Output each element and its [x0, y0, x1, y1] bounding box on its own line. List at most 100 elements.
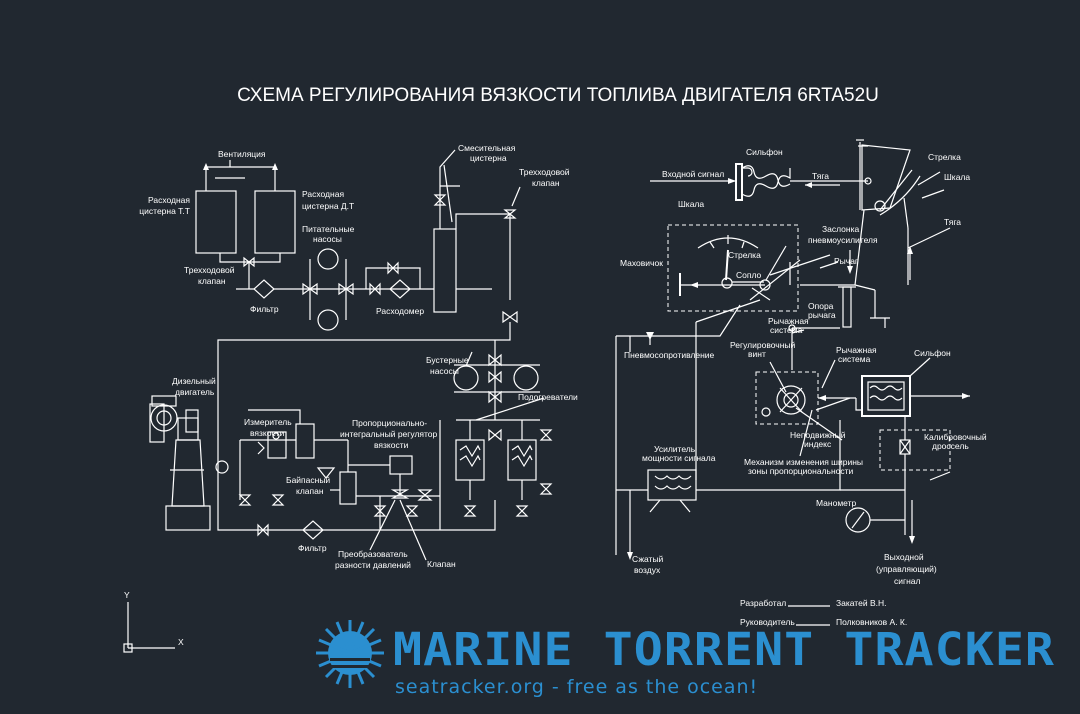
- pi-regulator: [389, 455, 413, 475]
- booster-pump-2: [513, 365, 539, 391]
- label-fixed-index-2: индекс: [804, 439, 832, 449]
- label-three-way-valve-r: Трехходовой: [519, 167, 570, 177]
- label-nozzle: Сопло: [736, 270, 762, 280]
- label-lever-system-2: Рычажная: [836, 345, 877, 355]
- label-compressed-air-2: воздух: [634, 565, 661, 575]
- label-filter-top: Фильтр: [250, 304, 279, 314]
- label-dp-converter: Преобразователь: [338, 549, 408, 559]
- label-calib-throttle-2: дроссель: [932, 441, 969, 451]
- label-width-mech: Механизм изменения ширины: [744, 457, 863, 467]
- label-tank-tt: Расходная: [148, 195, 190, 205]
- label-arrow-right: Стрелка: [928, 152, 961, 162]
- supervisor-label: Руководитель: [740, 617, 795, 627]
- label-lever-system-1-2: система: [770, 325, 803, 335]
- label-lever: Рычаг: [834, 256, 858, 266]
- label-input-signal: Входной сигнал: [662, 169, 724, 179]
- label-tank-tt-2: цистерна Т.Т: [139, 206, 190, 216]
- label-adjust-screw: Регулировочный: [730, 340, 796, 350]
- label-feed-pumps-2: насосы: [313, 234, 342, 244]
- label-dp-converter-2: разности давлений: [335, 560, 411, 570]
- label-lever-support: Опора: [808, 301, 834, 311]
- label-heaters: Подогреватели: [518, 392, 578, 402]
- calibration-throttle-block: [879, 429, 951, 471]
- label-calib-throttle: Калибровочный: [924, 432, 987, 442]
- bellows-top: [741, 165, 791, 197]
- label-pneumo-resistance: Пневмосопротивление: [624, 350, 715, 360]
- label-three-way-valve: Трехходовой: [184, 265, 235, 275]
- left-scheme: Вентиляция Расходная цистерна Т.Т Расход…: [139, 143, 578, 570]
- label-bypass-valve: Байпасный: [286, 475, 330, 485]
- label-tank-dt: Расходная: [302, 189, 344, 199]
- label-feed-pumps: Питательные: [302, 224, 355, 234]
- label-damper-2: пневмоусилителя: [808, 235, 878, 245]
- adjust-dial: [776, 385, 806, 415]
- label-damper: Заслонка: [822, 224, 859, 234]
- label-viscometer-2: вязкости: [250, 428, 285, 438]
- label-diesel-engine-2: двигатель: [175, 387, 215, 397]
- label-pi-regulator: Пропорционально-: [352, 418, 427, 428]
- feed-pump-2: [317, 309, 339, 331]
- label-flowmeter: Расходомер: [376, 306, 424, 316]
- label-booster-pumps-2: насосы: [430, 366, 459, 376]
- nozzle-flapper-block: [667, 224, 799, 312]
- signature-block: Разработал Закатей В.Н. Руководитель Пол…: [740, 598, 907, 627]
- label-pi-regulator-2: интегральный регулятор: [340, 429, 438, 439]
- bypass-valve: [339, 471, 357, 505]
- watermark-tagline: seatracker.org - free as the ocean!: [395, 676, 758, 698]
- label-filter-bottom: Фильтр: [298, 543, 327, 553]
- developed-name: Закатей В.Н.: [836, 598, 886, 608]
- mixing-tank: [433, 228, 457, 313]
- label-amplifier-2: мощности сигнала: [642, 453, 716, 463]
- label-bellows-top: Сильфон: [746, 147, 783, 157]
- sun-logo-icon: [316, 620, 384, 688]
- filter-top: [253, 279, 275, 299]
- label-lever-system-1: Рычажная: [768, 316, 809, 326]
- tank-dt: [254, 190, 296, 254]
- ucs-icon: Y X: [123, 590, 184, 653]
- label-three-way-valve-2: клапан: [198, 276, 226, 286]
- label-scale-right: Шкала: [944, 172, 970, 182]
- watermark-name: MARINE TORRENT TRACKER: [393, 623, 1055, 676]
- right-scheme: Сильфон Входной сигнал Тяга Стрелка Шкал…: [615, 139, 987, 586]
- label-scale-left: Шкала: [678, 199, 704, 209]
- label-bypass-valve-2: клапан: [296, 486, 324, 496]
- label-booster-pumps: Бустерные: [426, 355, 469, 365]
- drawing-title: СХЕМА РЕГУЛИРОВАНИЯ ВЯЗКОСТИ ТОПЛИВА ДВИ…: [237, 85, 879, 106]
- label-pi-regulator-3: вязкости: [374, 440, 409, 450]
- label-tank-dt-2: цистерна Д.Т: [302, 201, 354, 211]
- label-width-mech-2: зоны пропорциональности: [748, 466, 854, 476]
- label-amplifier: Усилитель: [654, 444, 696, 454]
- feed-pump-1: [317, 248, 339, 270]
- label-compressed-air: Сжатый: [632, 554, 664, 564]
- label-ventilation: Вентиляция: [218, 149, 266, 159]
- filter-bottom: [302, 520, 324, 540]
- developed-label: Разработал: [740, 598, 786, 608]
- viscometer: [267, 431, 287, 459]
- diesel-engine: [149, 395, 211, 531]
- label-adjust-screw-2: винт: [748, 349, 766, 359]
- label-three-way-valve-r-2: клапан: [532, 178, 560, 188]
- scale-right: [879, 175, 921, 216]
- label-output-signal-3: сигнал: [894, 576, 921, 586]
- flowmeter: [389, 279, 411, 299]
- label-arrow-mid: Стрелка: [728, 250, 761, 260]
- label-rod-top: Тяга: [812, 171, 829, 181]
- label-viscometer: Измеритель: [244, 417, 292, 427]
- label-valve: Клапан: [427, 559, 456, 569]
- tank-tt: [195, 190, 237, 254]
- ucs-x-label: X: [178, 637, 184, 647]
- label-output-signal-2: (управляющий): [876, 564, 937, 574]
- signal-amplifier: [647, 469, 697, 501]
- label-mixing-tank-2: цистерна: [470, 153, 507, 163]
- label-fixed-index: Неподвижный: [790, 430, 846, 440]
- label-manometer: Манометр: [816, 498, 857, 508]
- label-rod-right: Тяга: [944, 217, 961, 227]
- ucs-y-label: Y: [124, 590, 130, 600]
- watermark: MARINE TORRENT TRACKER seatracker.org - …: [316, 620, 1055, 698]
- label-lever-system-2-2: система: [838, 354, 871, 364]
- label-mixing-tank: Смесительная: [458, 143, 516, 153]
- label-flywheel: Маховичок: [620, 258, 663, 268]
- label-bellows-right: Сильфон: [914, 348, 951, 358]
- label-output-signal: Выходной: [884, 552, 924, 562]
